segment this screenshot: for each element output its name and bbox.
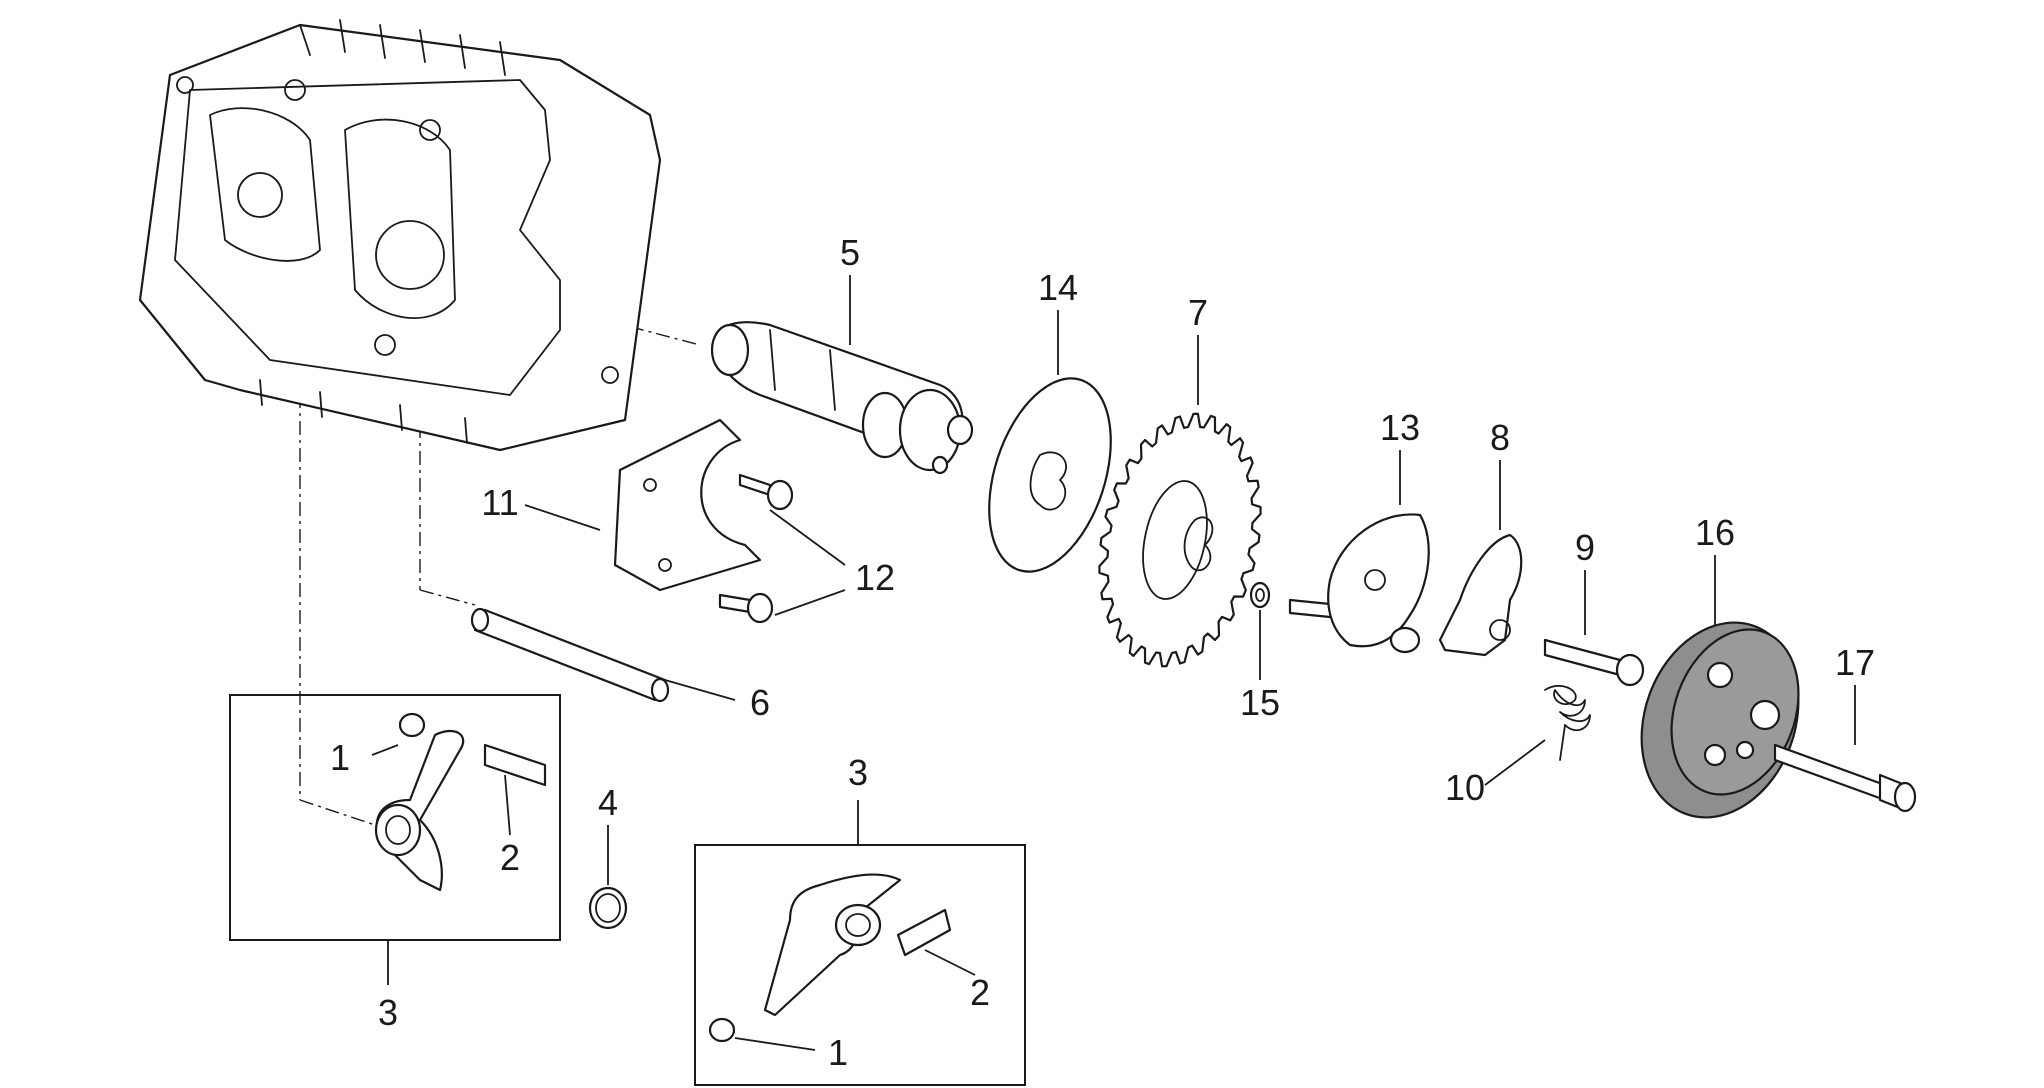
callout-1-right: 1 — [828, 1032, 848, 1073]
callout-17: 17 — [1835, 642, 1875, 683]
callout-1-left: 1 — [330, 737, 350, 778]
cam-plate — [613, 418, 762, 592]
callout-3-right: 3 — [848, 752, 868, 793]
callout-2-left: 2 — [500, 837, 520, 878]
callout-10: 10 — [1445, 767, 1485, 808]
callout-13: 13 — [1380, 407, 1420, 448]
plate-bolts — [718, 473, 794, 624]
rocker-pin — [470, 607, 670, 703]
callout-12: 12 — [855, 557, 895, 598]
callout-labels: 5 14 7 13 8 9 16 17 11 12 15 6 10 4 3 3 … — [330, 232, 1875, 1073]
pulley-bolt — [1773, 743, 1917, 813]
decompressor-lever — [1438, 533, 1523, 657]
callout-14: 14 — [1038, 267, 1078, 308]
snap-ring — [588, 886, 628, 930]
callout-16: 16 — [1695, 512, 1735, 553]
return-spring — [1544, 685, 1591, 761]
decompressor-disc — [988, 377, 1112, 573]
callout-2-right: 2 — [970, 972, 990, 1013]
callout-6: 6 — [750, 682, 770, 723]
callout-15: 15 — [1240, 682, 1280, 723]
rocker-arm-right — [708, 873, 952, 1043]
rocker-arm-left — [374, 712, 547, 892]
washer — [1249, 581, 1271, 609]
callout-7: 7 — [1188, 292, 1208, 333]
rocker-box-left — [229, 694, 561, 941]
camshaft — [710, 321, 974, 475]
callout-5: 5 — [840, 232, 860, 273]
cam-sprocket — [1098, 412, 1262, 668]
callout-4: 4 — [598, 782, 618, 823]
rocker-box-right — [694, 844, 1026, 1086]
leader-lines — [371, 275, 1856, 1051]
callout-11: 11 — [481, 482, 518, 523]
decompressor-weight — [1288, 513, 1430, 654]
callout-8: 8 — [1490, 417, 1510, 458]
lever-screw — [1543, 638, 1645, 687]
callout-3-left: 3 — [378, 992, 398, 1033]
cam-cover-pulley — [1640, 621, 1800, 819]
callout-9: 9 — [1575, 527, 1595, 568]
cylinder-head — [138, 19, 662, 452]
